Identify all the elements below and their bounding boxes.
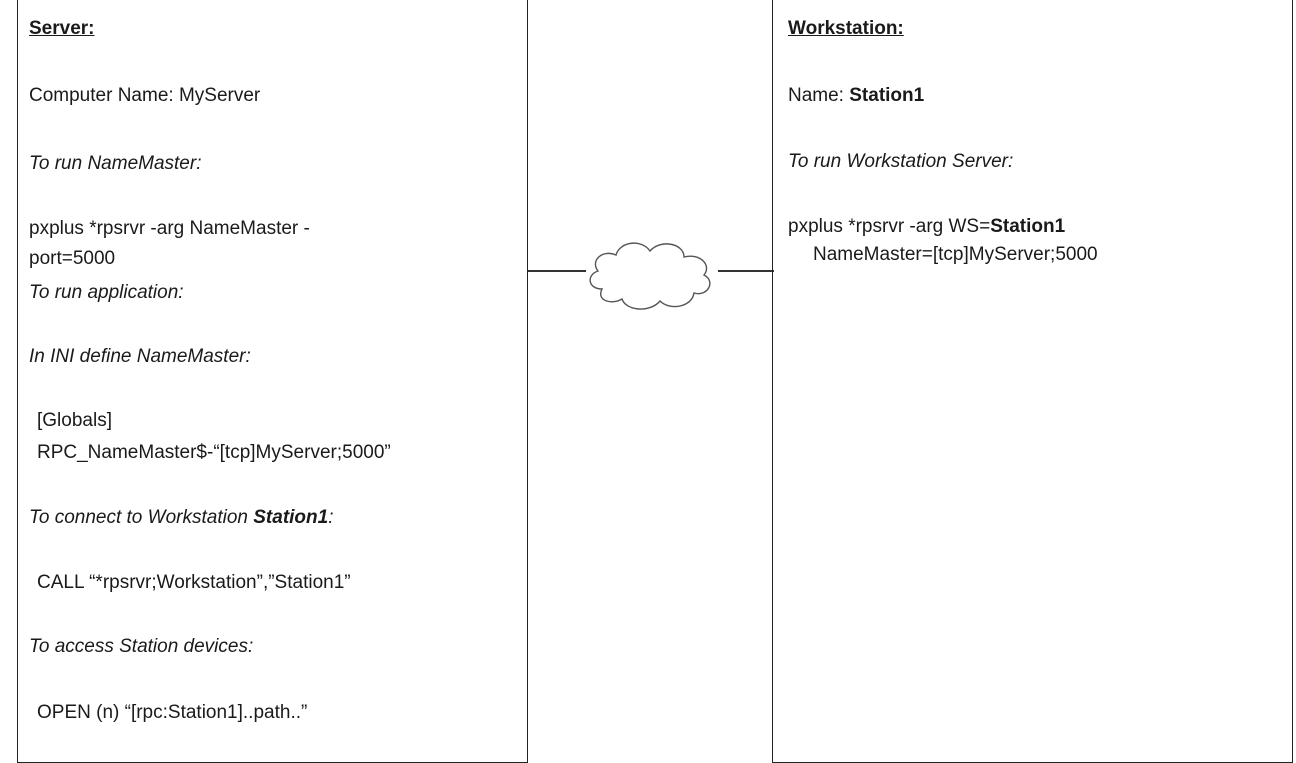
connect-command: CALL “*rpsrvr;Workstation”,”Station1” — [37, 572, 351, 593]
run-namemaster-command-line-1: pxplus *rpsrvr -arg NameMaster - — [29, 218, 310, 239]
workstation-network-line — [718, 270, 774, 272]
workstation-panel: Workstation: Name: Station1 To run Works… — [772, 0, 1293, 763]
workstation-name-label: Name: — [788, 85, 850, 106]
connect-heading-station: Station1 — [253, 507, 329, 528]
access-devices-heading: To access Station devices: — [29, 636, 254, 657]
run-workstation-heading: To run Workstation Server: — [788, 151, 1014, 172]
access-devices-command: OPEN (n) “[rpc:Station1]..path..” — [37, 702, 308, 723]
workstation-title: Workstation: — [788, 18, 904, 39]
run-namemaster-command-line-2: port=5000 — [29, 248, 116, 269]
server-network-line — [528, 270, 586, 272]
workstation-name-value: Station1 — [849, 85, 925, 106]
server-title: Server: — [29, 18, 95, 39]
connect-heading-colon: : — [328, 507, 334, 528]
run-namemaster-heading: To run NameMaster: — [29, 153, 202, 174]
ini-line-globals: [Globals] — [37, 410, 112, 431]
connect-heading-text: To connect to Workstation — [29, 507, 254, 528]
cloud-icon — [589, 242, 711, 310]
ini-heading: In INI define NameMaster: — [29, 346, 251, 367]
workstation-name: Name: Station1 — [788, 84, 924, 108]
run-application-heading: To run application: — [29, 282, 184, 303]
workstation-command-line-1: pxplus *rpsrvr -arg WS=Station1 — [788, 215, 1065, 239]
ini-line-rpc-namemaster: RPC_NameMaster$-“[tcp]MyServer;5000” — [37, 442, 391, 463]
workstation-command-line-2: NameMaster=[tcp]MyServer;5000 — [813, 244, 1098, 265]
server-panel: Server: Computer Name: MyServer To run N… — [17, 0, 528, 763]
server-computer-name: Computer Name: MyServer — [29, 85, 261, 106]
workstation-command-station: Station1 — [990, 216, 1066, 237]
workstation-command-text: pxplus *rpsrvr -arg WS= — [788, 216, 991, 237]
connect-workstation-heading: To connect to Workstation Station1: — [29, 506, 333, 530]
